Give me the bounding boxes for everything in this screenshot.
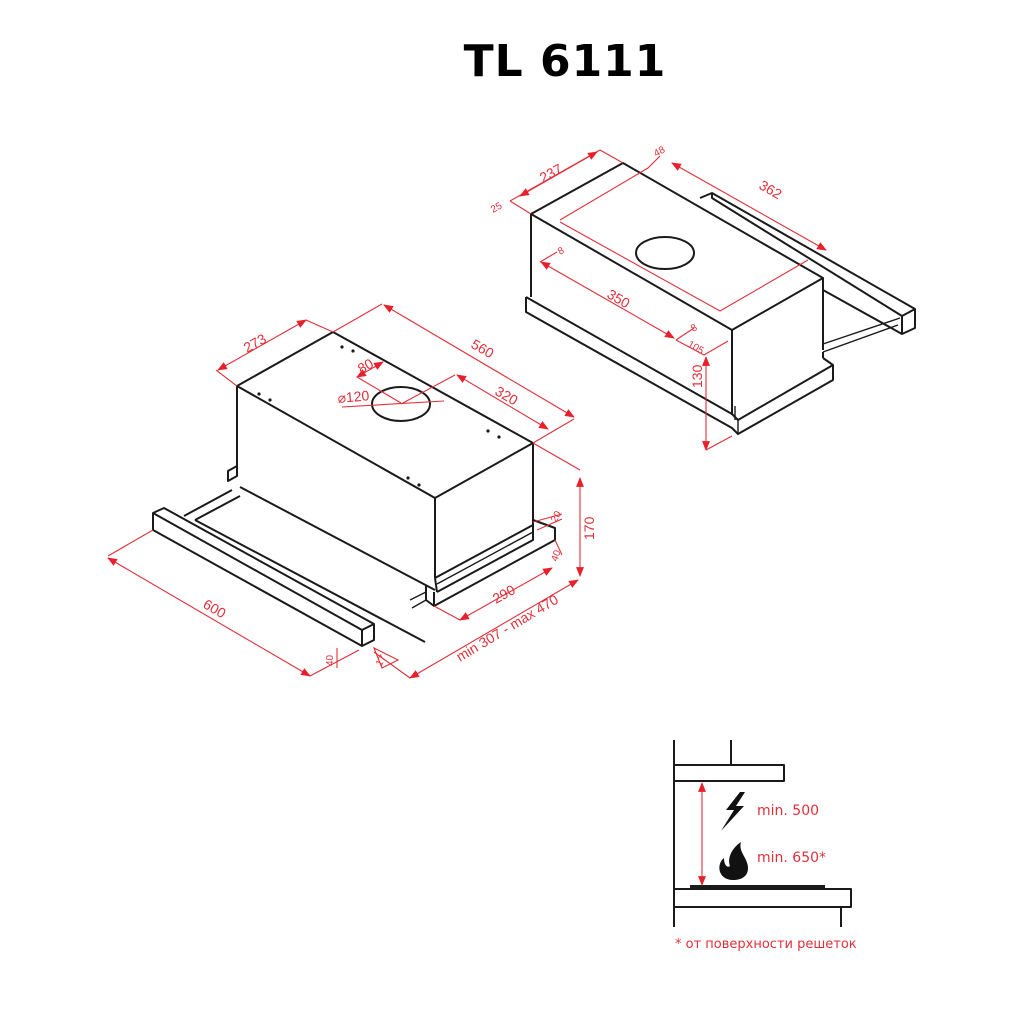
dim-40-right: 40 [549, 548, 563, 563]
label-min-650: min. 650* [757, 850, 826, 866]
dim-350: 350 [605, 286, 633, 312]
lightning-icon [721, 792, 745, 831]
dim-17: 17 [374, 653, 389, 669]
dim-40-front: 40 [325, 654, 336, 666]
dim-8-right: 8 [689, 322, 700, 335]
dim-diameter-120: ⌀120 [337, 387, 370, 406]
label-min-500: min. 500 [757, 803, 819, 819]
installation-diagram: min. 500 min. 650* * от поверхности реше… [673, 740, 857, 952]
footnote: * от поверхности решеток [675, 937, 857, 952]
flame-icon [719, 842, 748, 880]
hood-view-left: 273 560 80 ⌀120 320 170 20 40 290 min 3 [107, 303, 597, 679]
dim-8-left: 8 [556, 245, 567, 258]
dim-600: 600 [201, 596, 229, 622]
dim-273: 273 [241, 330, 269, 355]
dim-130: 130 [689, 364, 705, 388]
dim-320: 320 [493, 383, 521, 409]
dim-20: 20 [549, 509, 564, 525]
dim-25: 25 [489, 200, 504, 215]
dim-237: 237 [537, 160, 565, 185]
dim-48: 48 [652, 144, 667, 159]
dim-170: 170 [581, 516, 597, 540]
dim-362: 362 [757, 177, 785, 203]
dim-290: 290 [490, 581, 518, 606]
dim-80: 80 [355, 355, 377, 377]
dim-extend-range: min 307 - max 470 [453, 591, 561, 665]
model-title: TL 6111 [463, 36, 667, 87]
